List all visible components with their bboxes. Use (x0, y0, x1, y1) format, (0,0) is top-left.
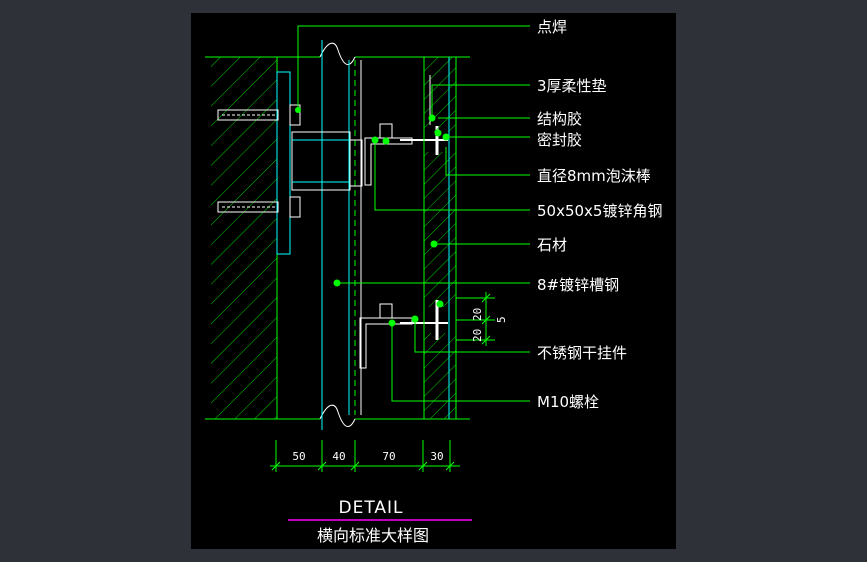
embedded-plate (276, 71, 291, 255)
connector-bracket (291, 131, 363, 191)
label-stainless-clip: 不锈钢干挂件 (537, 344, 627, 362)
label-channel-steel: 8#镀锌槽钢 (537, 276, 619, 294)
channel-steel (321, 40, 362, 430)
label-angle-steel: 50x50x5镀锌角钢 (537, 202, 662, 220)
label-sealant: 密封胶 (537, 131, 582, 149)
dimension-50: 50 (292, 450, 305, 463)
label-spot-weld: 点焊 (537, 18, 567, 36)
stone-panel (423, 57, 457, 419)
leader-dots (333, 114, 450, 327)
label-foam-rod: 直径8mm泡沫棒 (537, 167, 651, 185)
dimension-40: 40 (332, 450, 345, 463)
dimension-30: 30 (430, 450, 443, 463)
dimension-20-lower: 20 (471, 329, 484, 342)
label-flexible-pad: 3厚柔性垫 (537, 77, 607, 95)
break-line-bottom (319, 404, 356, 428)
label-m10-bolt: M10螺栓 (537, 393, 599, 411)
side-dimension-chain: 20 20 5 (456, 292, 508, 346)
title-detail: DETAIL (338, 498, 403, 518)
title-chinese: 横向标准大样图 (317, 526, 429, 545)
dimension-70: 70 (382, 450, 395, 463)
anchor-bolt-lower (217, 196, 301, 218)
label-structural-adhesive: 结构胶 (537, 110, 582, 128)
dimension-20-upper: 20 (471, 308, 484, 321)
bottom-dimension-chain: 50 40 70 30 (270, 440, 460, 472)
dimension-5: 5 (495, 316, 508, 323)
title-block: DETAIL 横向标准大样图 (288, 498, 472, 545)
concrete-wall (211, 57, 278, 419)
label-stone: 石材 (537, 236, 567, 254)
annotation-labels: 点焊 3厚柔性垫 结构胶 密封胶 直径8mm泡沫棒 50x50x5镀锌角钢 石材… (537, 18, 662, 411)
leader-lines (297, 25, 530, 402)
